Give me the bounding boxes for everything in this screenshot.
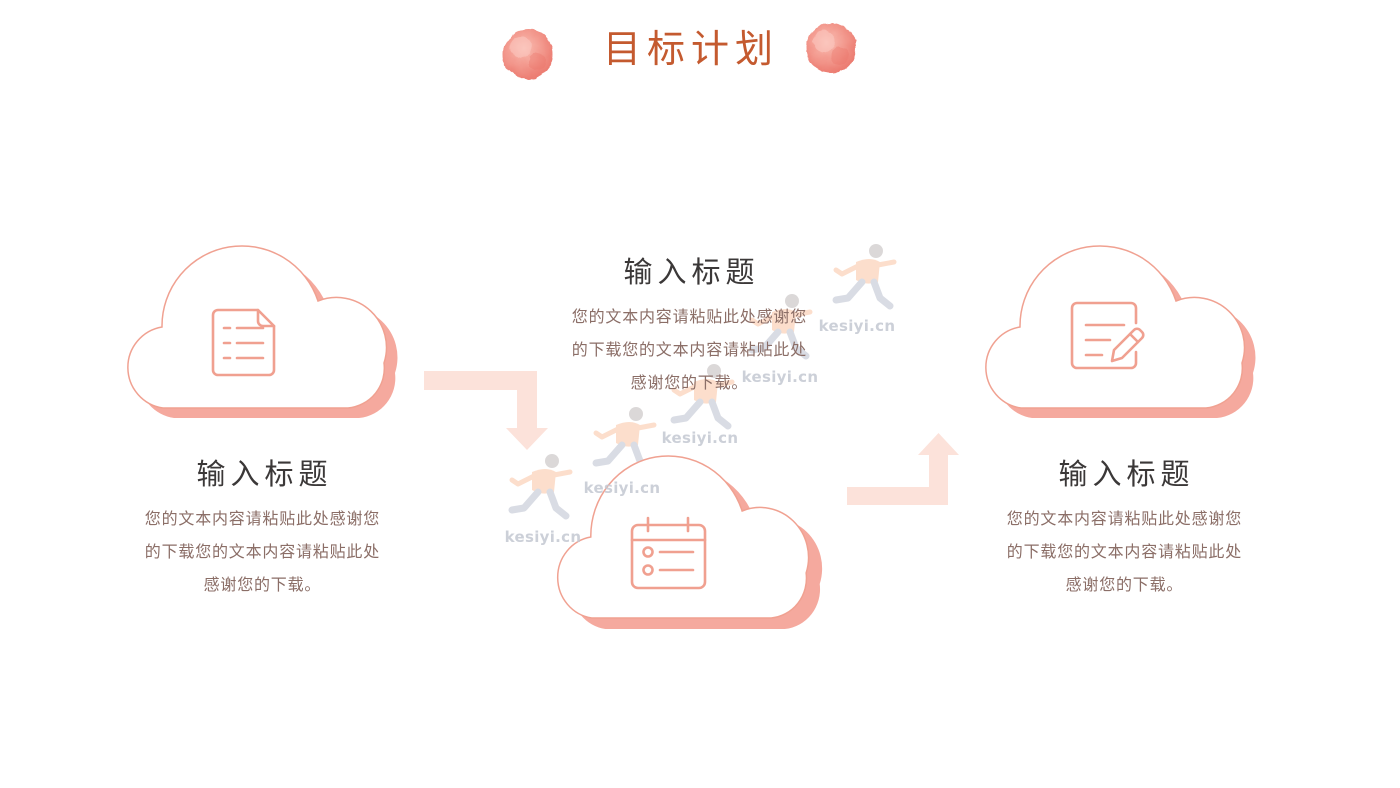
slide-title: 目标计划 <box>602 27 779 71</box>
step-body-line: 的下载您的文本内容请粘贴此处 <box>144 541 380 561</box>
edit-document-icon <box>1070 301 1145 370</box>
step-heading: 输入标题 <box>623 255 760 289</box>
watermark-runner-figure <box>836 244 894 306</box>
step-body: 您的文本内容请粘贴此处感谢您 的下载您的文本内容请粘贴此处 感谢您的下载。 <box>994 502 1254 601</box>
arrow-step1-to-step2 <box>424 371 548 450</box>
step-2-text: 输入标题 您的文本内容请粘贴此处感谢您 的下载您的文本内容请粘贴此处 感谢您的下… <box>559 254 819 399</box>
watermark-runner-figure <box>512 454 570 516</box>
step-3-text: 输入标题 您的文本内容请粘贴此处感谢您 的下载您的文本内容请粘贴此处 感谢您的下… <box>994 456 1254 601</box>
step-3-cloud <box>985 245 1256 418</box>
watermark-text: kesiyi.cn <box>741 368 819 386</box>
title-watercolor-dot-left <box>503 29 553 79</box>
watermark-text: kesiyi.cn <box>661 429 739 447</box>
step-body-line: 您的文本内容请粘贴此处感谢您 <box>571 306 807 326</box>
calendar-icon <box>630 516 707 590</box>
step-1-text: 输入标题 您的文本内容请粘贴此处感谢您 的下载您的文本内容请粘贴此处 感谢您的下… <box>132 456 392 601</box>
watermark-text: kesiyi.cn <box>818 317 896 335</box>
step-body-line: 感谢您的下载。 <box>203 574 322 594</box>
step-body-line: 感谢您的下载。 <box>630 372 749 392</box>
step-heading: 输入标题 <box>196 457 333 491</box>
step-body-line: 的下载您的文本内容请粘贴此处 <box>1006 541 1242 561</box>
watermark-text: kesiyi.cn <box>504 528 582 546</box>
title-watercolor-dot-right <box>806 23 856 73</box>
watermark-text: kesiyi.cn <box>583 479 661 497</box>
step-body: 您的文本内容请粘贴此处感谢您 的下载您的文本内容请粘贴此处 感谢您的下载。 <box>132 502 392 601</box>
step-1-cloud <box>127 245 398 418</box>
step-body-line: 您的文本内容请粘贴此处感谢您 <box>1006 508 1242 528</box>
step-heading: 输入标题 <box>1058 457 1195 491</box>
document-list-icon <box>211 308 276 377</box>
step-body: 您的文本内容请粘贴此处感谢您 的下载您的文本内容请粘贴此处 感谢您的下载。 <box>559 300 819 399</box>
step-body-line: 感谢您的下载。 <box>1065 574 1184 594</box>
cloud-outline <box>985 245 1246 409</box>
arrow-step2-to-step3 <box>847 433 959 505</box>
step-body-line: 您的文本内容请粘贴此处感谢您 <box>144 508 380 528</box>
step-body-line: 的下载您的文本内容请粘贴此处 <box>571 339 807 359</box>
